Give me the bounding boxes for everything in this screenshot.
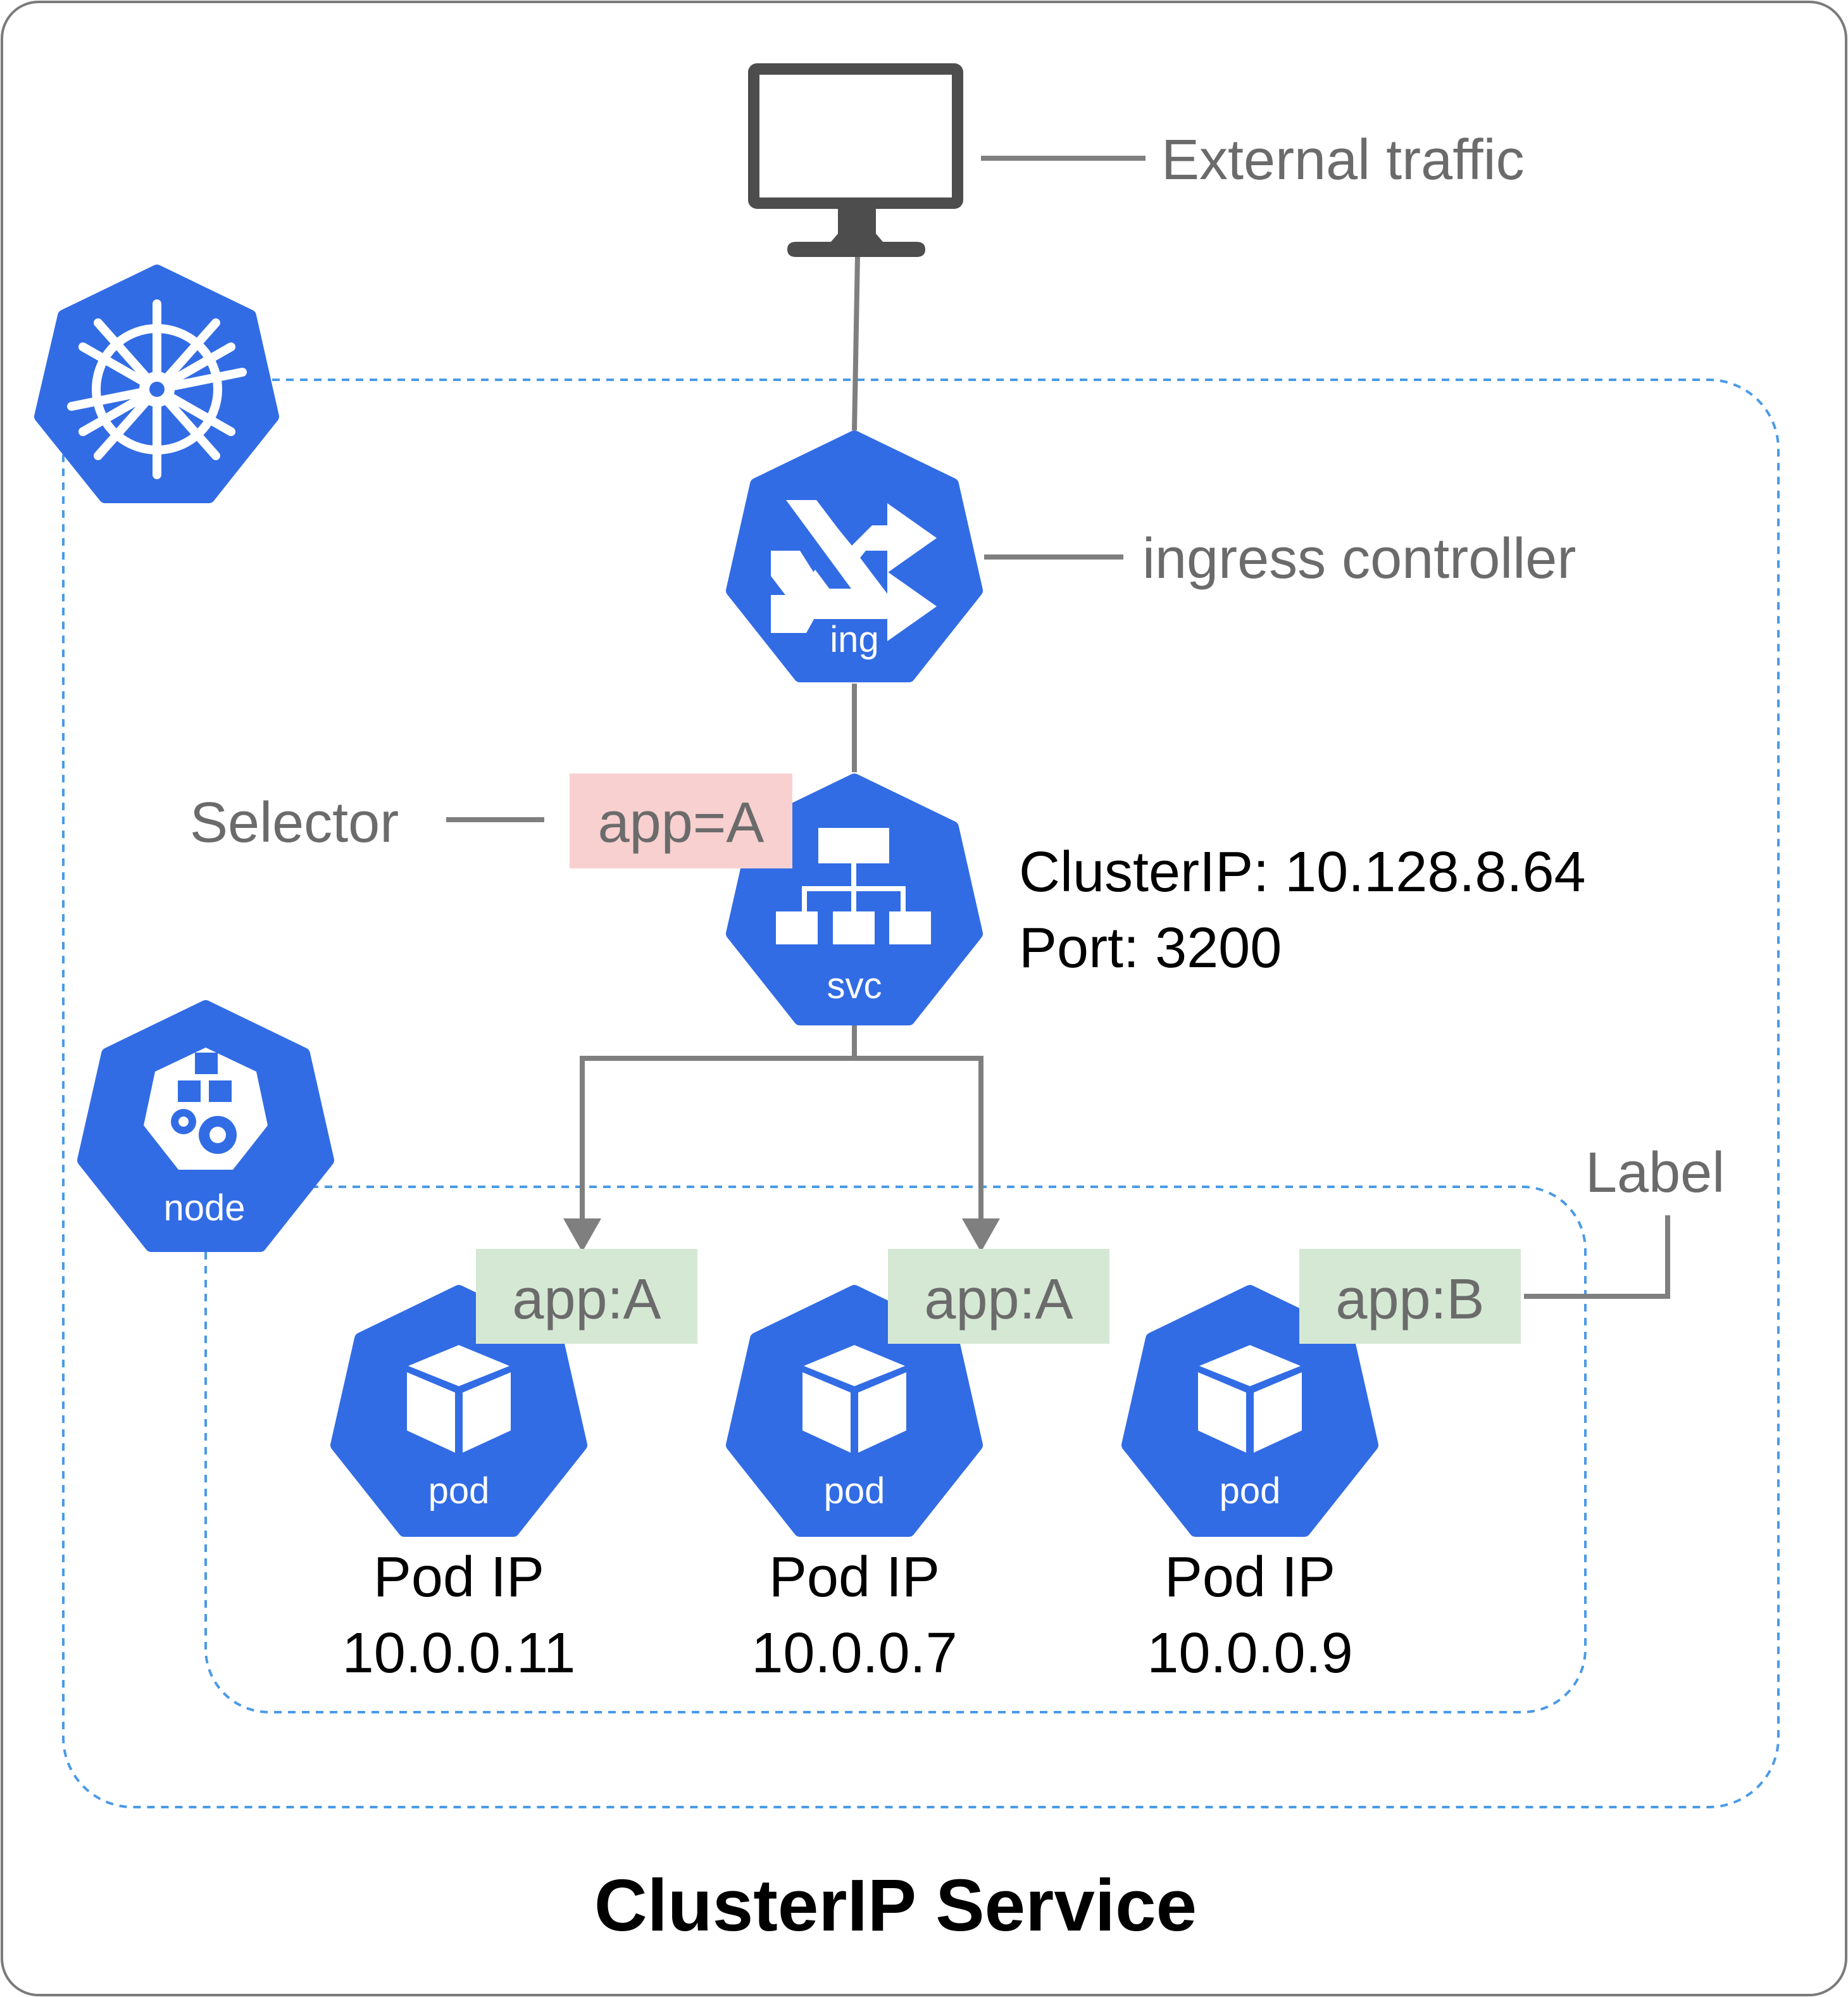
pod-label-tag: app:A	[512, 1268, 661, 1331]
cluster-boundary	[62, 379, 1780, 1808]
pod-label-tag: app:B	[1335, 1268, 1484, 1331]
service-icon: svc	[726, 773, 983, 1025]
ingress-caption: ing	[830, 619, 878, 660]
pod-group-3: pod app:B Pod IP 10.0.0.9	[1121, 1249, 1521, 1685]
pod-icon: pod	[726, 1285, 983, 1537]
service-to-pod2-line	[854, 1056, 983, 1218]
selector-tag-box	[570, 773, 792, 868]
kubernetes-helm-icon	[34, 265, 279, 503]
pod-ip-label: Pod IP	[373, 1546, 544, 1609]
pod-group-1: pod app:A Pod IP 10.0.0.11	[330, 1249, 697, 1685]
ingress-icon: ing	[726, 430, 983, 682]
pod-label-box	[888, 1249, 1109, 1344]
port-text: Port: 3200	[1019, 917, 1282, 980]
arrowhead-pod2	[962, 1218, 1000, 1252]
connectors	[446, 156, 1670, 1299]
pod-group-2: pod app:A Pod IP 10.0.0.7	[726, 1249, 1109, 1685]
external-traffic-label: External traffic	[1161, 128, 1525, 192]
pod-ip-label: Pod IP	[1164, 1546, 1335, 1609]
pod-ip-value: 10.0.0.7	[751, 1622, 957, 1685]
pod-caption: pod	[824, 1470, 885, 1512]
node-caption: node	[163, 1187, 245, 1229]
pod-icon: pod	[330, 1285, 587, 1537]
pod-ip-label: Pod IP	[769, 1546, 940, 1609]
label-annotation-line	[1524, 1215, 1670, 1299]
node-icon: node	[77, 1000, 334, 1252]
diagram-title: ClusterIP Service	[594, 1864, 1197, 1946]
pod-label-box	[1299, 1249, 1521, 1344]
selector-label: Selector	[190, 791, 399, 855]
pod-caption: pod	[428, 1470, 490, 1512]
monitor-to-ingress-line	[852, 256, 860, 431]
service-to-pods-line	[580, 1022, 857, 1218]
service-caption: svc	[827, 965, 882, 1006]
label-annotation: Label	[1585, 1141, 1725, 1205]
pod-label-tag: app:A	[924, 1268, 1073, 1331]
pod-label-box	[476, 1249, 697, 1344]
arrowheads	[563, 1218, 1000, 1252]
ingress-controller-label: ingress controller	[1142, 527, 1576, 591]
monitor-icon	[748, 63, 963, 257]
cluster-ip-text: ClusterIP: 10.128.8.64	[1019, 841, 1586, 904]
node-boundary	[204, 1186, 1587, 1713]
pod-caption: pod	[1220, 1470, 1281, 1512]
pod-ip-value: 10.0.0.9	[1147, 1622, 1352, 1685]
pod-icon: pod	[1121, 1285, 1378, 1537]
pod-ip-value: 10.0.0.11	[342, 1622, 576, 1685]
selector-tag: app=A	[598, 791, 765, 855]
arrowhead-pod1	[563, 1218, 601, 1252]
